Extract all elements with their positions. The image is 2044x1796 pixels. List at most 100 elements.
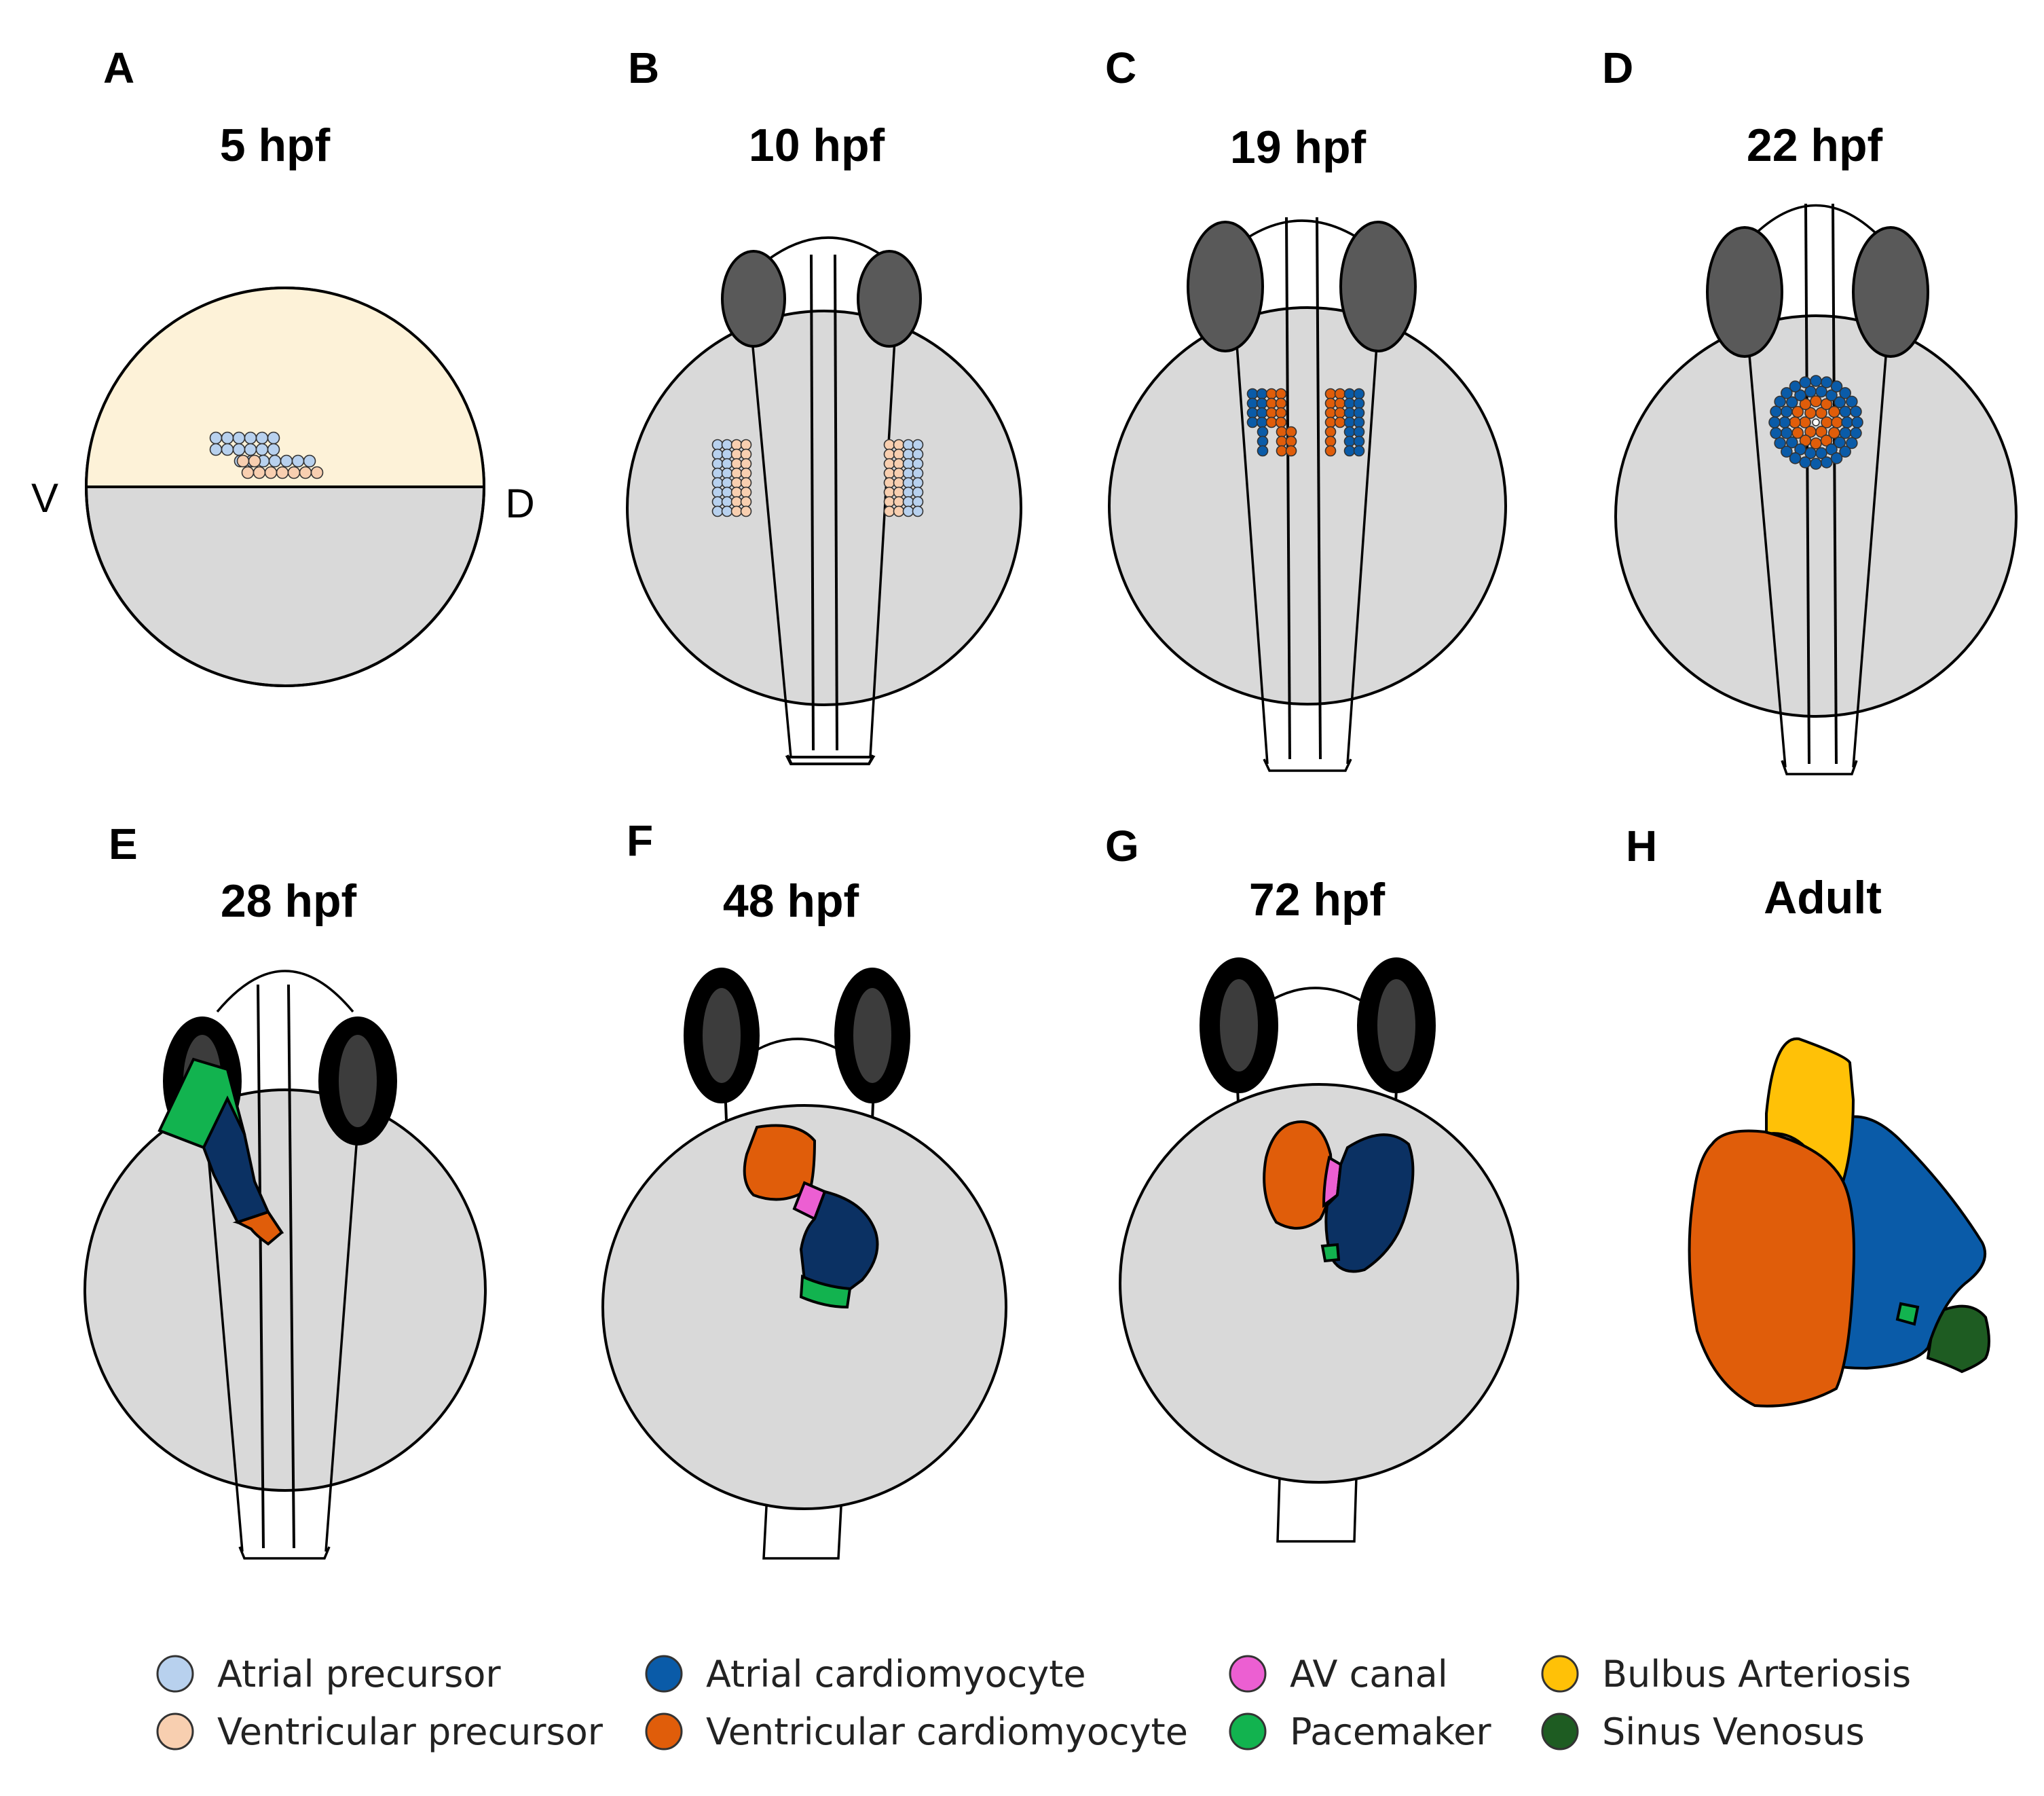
embryo-outline [85,287,485,687]
stage-label-h: Adult [1764,872,1882,923]
cardiomyocyte-cell [1276,426,1288,438]
heart-field-cell [740,477,752,489]
cardiomyocyte-cell [1324,435,1337,447]
body-outline [1234,325,1379,765]
heart-cone-cell [1815,385,1827,398]
cardiomyocyte-cell [1257,445,1269,457]
heart-cone-cell [1781,387,1793,399]
precursor-cell [276,466,289,479]
cardiomyocyte-cell [1353,426,1365,438]
legend-label: Pacemaker [1290,1710,1491,1753]
cardiomyocyte-cell [1353,397,1365,409]
panel-d: D 22 hpf [1602,43,2018,775]
legend-swatch [156,1655,194,1693]
heart-field-cell [730,448,743,460]
yolk-sphere [1108,306,1507,705]
adult-heart [1688,1037,1990,1408]
heart-field-cell [730,439,743,451]
heart-cone-cell [1789,452,1802,464]
heart-tube [157,1057,284,1246]
cardiomyocyte-cell [1324,407,1337,419]
heart-field-cell [711,486,724,498]
heart-field-cell [902,477,914,489]
legend-item: Atrial cardiomyocyte [645,1653,1086,1696]
eye [1187,221,1264,352]
heart-cone-cell [1781,445,1793,458]
cardiomyocyte-cell [1334,407,1346,419]
cardiomyocyte-cell [1257,426,1269,438]
heart-field-cell [721,505,733,517]
panel-letter-c: C [1105,43,1136,92]
legend-label: Atrial cardiomyocyte [706,1653,1086,1696]
cardiomyocyte-cell [1246,397,1259,409]
cardiomyocyte-cell [1324,426,1337,438]
heart-atrium [799,1190,879,1292]
stage-label-f: 48 hpf [723,875,859,927]
heart-field-cell [883,458,895,470]
cardiomyocyte-cell [1256,388,1268,400]
heart-field-cell [711,496,724,508]
heart-field-cell [711,458,724,470]
heart-field-cell [883,496,895,508]
cardiomyocyte-cell [1265,407,1278,419]
heart-cone-cell [1799,435,1812,447]
cardiomyocyte-cell [1256,397,1268,409]
midline [834,254,838,751]
heart-field-cell [893,467,905,479]
eye [1339,221,1417,352]
legend-label: AV canal [1290,1653,1448,1696]
heart-cone-cell [1841,416,1853,428]
head-outline [1747,204,1885,242]
heart-field-cell [740,439,752,451]
legend-label: Sinus Venosus [1602,1710,1865,1753]
heart-field-cell [902,505,914,517]
heart-field-cell [730,458,743,470]
heart-cone-cell [1785,436,1798,449]
cardiomyocyte-cell [1285,426,1297,438]
precursor-cell [255,431,269,445]
heart-cone-cell [1789,416,1801,428]
legend-item: Bulbus Arteriosis [1541,1653,1911,1696]
heart-cone-cells [1768,375,1863,470]
heart-cone-cell [1810,458,1822,470]
precursor-cell [209,443,223,456]
cardiomyocyte-cell [1276,445,1288,457]
cardiomyocyte-cell [1324,445,1337,457]
body-outline [202,1099,361,1552]
cardiomyocyte-cell [1275,397,1287,409]
heart-field-cell [902,448,914,460]
precursor-cell [221,431,234,445]
yolk-sphere [626,310,1022,706]
heart-cone-cell [1794,443,1806,456]
midline [257,984,265,1549]
heart-cone-cell [1770,426,1782,439]
heart-ventricle [234,1210,284,1246]
legend-label: Ventricular cardiomyocyte [706,1710,1188,1753]
panel-letter-e: E [109,820,138,868]
eye [857,250,922,348]
heart-cone-cell [1846,395,1858,408]
atrium [1817,1115,1986,1370]
heart-cone-cell [1780,426,1793,439]
heart-field-cell [902,467,914,479]
legend-label: Atrial precursor [217,1653,501,1696]
cardiomyocyte-cell [1353,407,1365,419]
heart-field-cell [730,496,743,508]
ventricular-precursor-cell [248,454,261,468]
heart-cone-cell [1810,375,1822,387]
panel-f: F 48 hpf [601,816,1007,1560]
heart-cone-cell [1768,416,1781,428]
heart-cone-cell [1839,445,1851,458]
cardiomyocyte-cell [1334,388,1346,400]
eye-pupil [1220,979,1258,1071]
heart-cone-cell [1820,376,1833,388]
precursor-cell [232,431,246,445]
heart-field-cell [912,496,924,508]
cardiomyocyte-cell [1265,388,1278,400]
precursor-cell [280,454,293,468]
cardiomyocyte-cell [1275,416,1287,428]
heart-field-cell [721,496,733,508]
cardiomyocyte-cell [1343,388,1356,400]
heart-field-cell [883,439,895,451]
